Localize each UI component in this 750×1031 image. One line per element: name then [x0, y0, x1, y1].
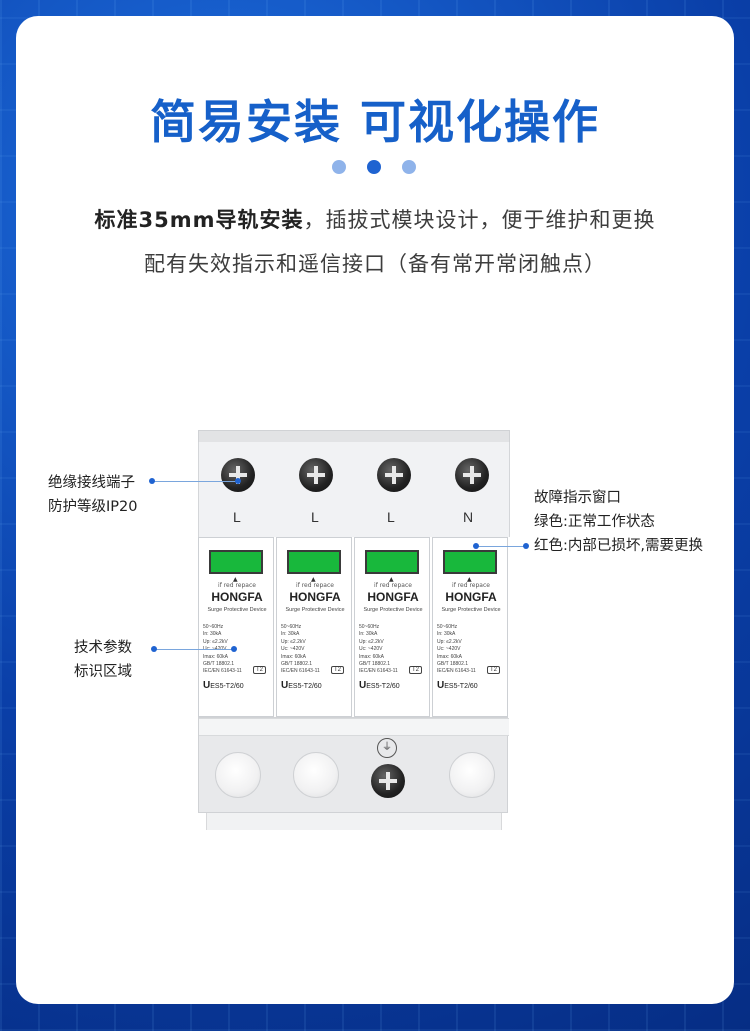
protection-module: ▲ if red repace HONGFA Surge Protective … — [432, 537, 508, 717]
module-note: if red repace — [218, 582, 256, 589]
callout-dot — [231, 646, 237, 652]
callout-dot — [149, 478, 155, 484]
dot-3 — [402, 160, 416, 174]
device-subtitle: Surge Protective Device — [285, 607, 345, 613]
brand-name: HONGFA — [367, 590, 419, 604]
fault-indicator-window — [443, 550, 497, 574]
device-subtitle: Surge Protective Device — [363, 607, 423, 613]
knob-icon — [449, 752, 495, 798]
device-terminal-block: L L L N — [198, 442, 510, 537]
arrow-up-icon: ▲ — [233, 576, 238, 583]
brand-name: HONGFA — [289, 590, 341, 604]
surge-protector-device: L L L N ▲ if red repace HONGFA Surge Pro… — [198, 430, 510, 830]
class-badge: T2 — [331, 666, 345, 674]
terminal-label: L — [233, 509, 241, 525]
fault-indicator-window — [287, 550, 341, 574]
callout-specs: 技术参数 标识区域 — [74, 640, 132, 680]
callout-line — [476, 546, 526, 547]
ground-symbol-icon: ⏚ — [377, 738, 397, 758]
protection-module: ▲ if red repace HONGFA Surge Protective … — [276, 537, 352, 717]
model-number: UES5-T2/60 — [359, 680, 400, 691]
callout-dot — [473, 543, 479, 549]
class-badge: T2 — [253, 666, 267, 674]
model-number: UES5-T2/60 — [281, 680, 322, 691]
terminal-label: N — [463, 509, 474, 525]
fault-indicator-window — [365, 550, 419, 574]
terminal-label: L — [387, 509, 395, 525]
module-note: if red repace — [452, 582, 490, 589]
callout-dot — [523, 543, 529, 549]
module-row: ▲ if red repace HONGFA Surge Protective … — [198, 537, 508, 717]
terminal-screw-icon — [221, 458, 255, 492]
content-card: 简易安装 可视化操作 标准35mm导轨安装，插拔式模块设计，便于维护和更换 配有… — [16, 16, 734, 1004]
description-line-1: 标准35mm导轨安装，插拔式模块设计，便于维护和更换 — [16, 204, 734, 234]
knob-icon — [215, 752, 261, 798]
callout-line — [152, 481, 238, 482]
module-note: if red repace — [296, 582, 334, 589]
device-subtitle: Surge Protective Device — [207, 607, 267, 613]
model-number: UES5-T2/60 — [203, 680, 244, 691]
class-badge: T2 — [487, 666, 501, 674]
base-strip — [199, 718, 509, 736]
terminal-screw-icon — [299, 458, 333, 492]
ground-screw-icon — [371, 764, 405, 798]
arrow-up-icon: ▲ — [467, 576, 472, 583]
page-title: 简易安装 可视化操作 — [149, 95, 600, 149]
callout-dot — [151, 646, 157, 652]
description-line-2: 配有失效指示和遥信接口（备有常开常闭触点） — [144, 252, 606, 276]
arrow-up-icon: ▲ — [389, 576, 394, 583]
knob-icon — [293, 752, 339, 798]
terminal-screw-icon — [377, 458, 411, 492]
brand-name: HONGFA — [445, 590, 497, 604]
callout-terminal: 绝缘接线端子 防护等级IP20 — [48, 475, 138, 515]
callout-line — [154, 649, 234, 650]
dot-2 — [367, 160, 381, 174]
callout-fault-window: 故障指示窗口 绿色:正常工作状态 红色:内部已损坏,需要更换 — [534, 490, 703, 554]
fault-indicator-window — [209, 550, 263, 574]
description-bold: 标准35mm导轨安装 — [94, 208, 304, 232]
device-subtitle: Surge Protective Device — [441, 607, 501, 613]
dot-1 — [332, 160, 346, 174]
protection-module: ▲ if red repace HONGFA Surge Protective … — [198, 537, 274, 717]
protection-module: ▲ if red repace HONGFA Surge Protective … — [354, 537, 430, 717]
arrow-up-icon: ▲ — [311, 576, 316, 583]
model-number: UES5-T2/60 — [437, 680, 478, 691]
device-base: ⏚ — [198, 717, 509, 813]
terminal-screw-icon — [455, 458, 489, 492]
pagination-dots — [330, 158, 420, 176]
description-rest: ，插拔式模块设计，便于维护和更换 — [303, 208, 656, 232]
terminal-label: L — [311, 509, 319, 525]
module-note: if red repace — [374, 582, 412, 589]
brand-name: HONGFA — [211, 590, 263, 604]
callout-dot — [235, 478, 241, 484]
class-badge: T2 — [409, 666, 423, 674]
din-rail-foot — [206, 813, 502, 830]
